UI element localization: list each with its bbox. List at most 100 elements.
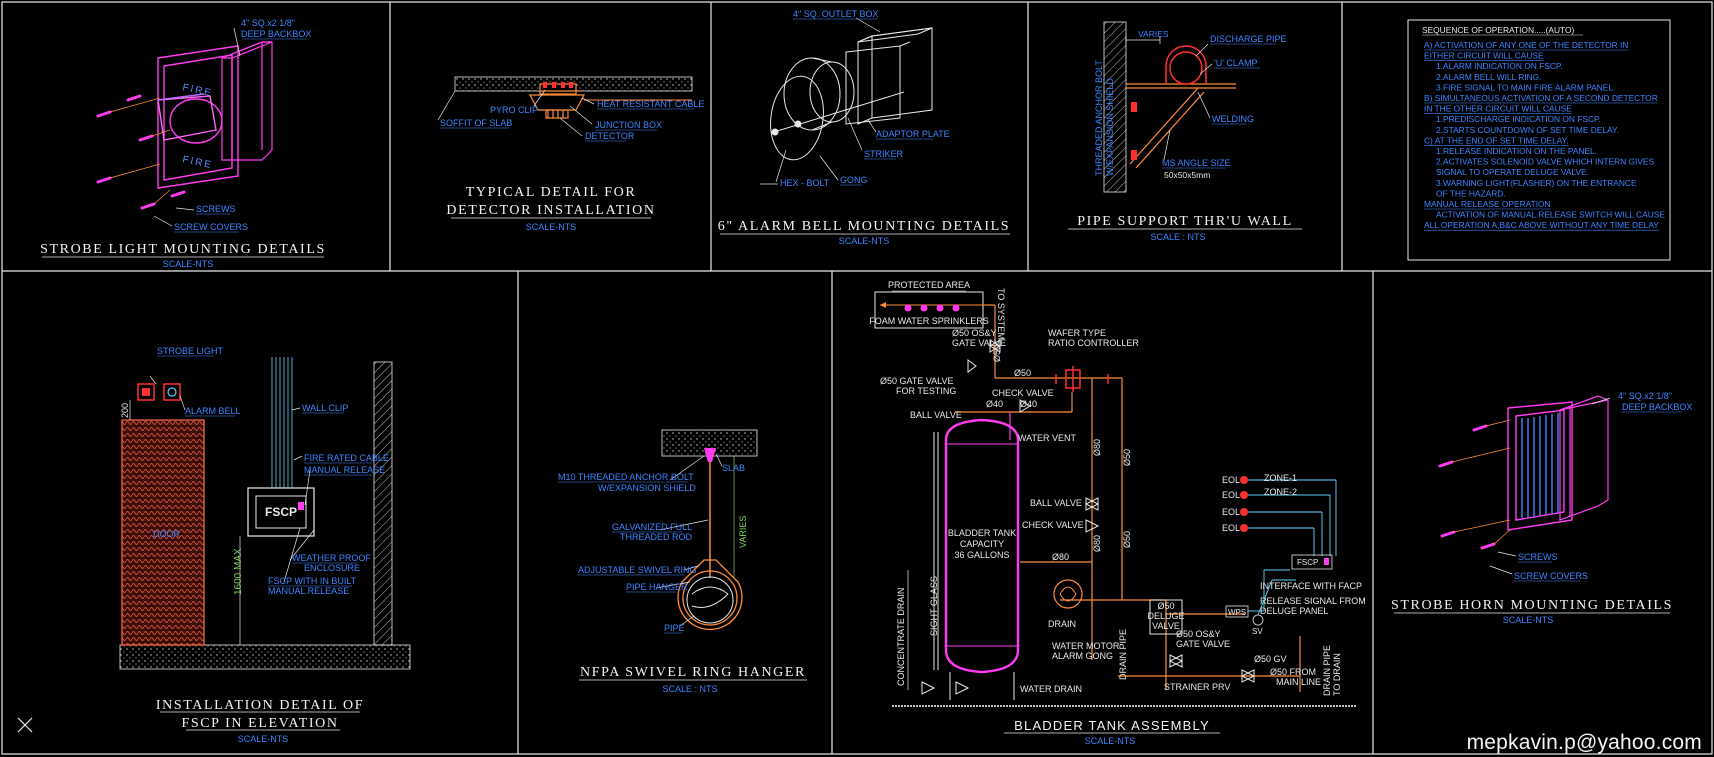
detector-body [529, 83, 585, 119]
strainer-label: STRAINER PRV [1164, 682, 1230, 692]
gate-valve-label: GATE VALVE [952, 338, 1006, 348]
d50-c: Ø50 [1122, 449, 1132, 466]
varies-label: VARIES [1138, 29, 1169, 39]
ball-valve-label: BALL VALVE [910, 410, 962, 420]
bladder-tank-shape [944, 418, 1020, 700]
gate-test-label-2: FOR TESTING [896, 386, 956, 396]
anchor-expansion-label: W/EXPANSION SHIELD [1105, 78, 1115, 176]
detector-label: DETECTOR [585, 131, 635, 141]
deluge-label-3: VALVE [1152, 621, 1180, 631]
sv-label: SV [1252, 627, 1263, 636]
sv-icon [1252, 614, 1264, 626]
sequence-line: 1.RELEASE INDICATION ON THE PANEL. [1436, 146, 1597, 156]
from-main-label-1: Ø50 FROM [1270, 667, 1316, 677]
strobe-horn-scale: SCALE-NTS [1503, 615, 1554, 625]
backbox-shape [221, 41, 273, 161]
tank-label-1: BLADDER TANK [948, 528, 1016, 538]
ball-valve-label-2: BALL VALVE [1030, 498, 1082, 508]
side-wall [373, 361, 393, 646]
gate-test-label-1: Ø50 GATE VALVE [880, 376, 954, 386]
strobe-light-icon-core [142, 388, 150, 396]
weather-proof-label: WEATHER PROOF [292, 553, 371, 563]
anchor-bolt-label: THREADED ANCHOR BOLT [1094, 60, 1104, 176]
wps-icon [1225, 605, 1249, 618]
screws-label: SCREWS [196, 204, 236, 214]
screw-covers-label: SCREW COVERS [174, 222, 248, 232]
water-vent-label: WATER VENT [1018, 433, 1077, 443]
swivel-scale: SCALE : NTS [662, 684, 717, 694]
backbox-label: 4" SQ.x2 1/8" [241, 18, 295, 28]
main-piping [955, 304, 1301, 692]
release-label-1: RELEASE SIGNAL FROM [1260, 596, 1366, 606]
threaded-rod-label: THREADED ROD [620, 532, 693, 542]
sequence-line: A) ACTIVATION OF ANY ONE OF THE DETECTOR… [1424, 40, 1628, 50]
deluge-label-2: DELUGE [1147, 611, 1184, 621]
wall-hatch [1103, 21, 1127, 193]
motor-label-2: ALARM GONG [1052, 651, 1113, 661]
fscp-title-1: INSTALLATION DETAIL OF [156, 698, 364, 713]
pipe-support-scale: SCALE : NTS [1150, 232, 1205, 242]
protected-area-box [874, 291, 984, 329]
sequence-box [1407, 19, 1671, 261]
sequence-line: 2.ACTIVATES SOLENOID VALVE WHICH INTERN … [1436, 157, 1655, 167]
concentrate-drain-label: CONCENTRATE DRAIN [896, 588, 906, 686]
sequence-line: C) AT THE END OF SET TIME DELAY. [1424, 135, 1569, 145]
strobe-light-scale: SCALE-NTS [163, 259, 214, 269]
d80-b: Ø80 [1092, 535, 1102, 552]
door-label: DOOR [153, 529, 181, 539]
to-system-label: TO SYSTEM [996, 288, 1006, 340]
outlet-box-label: 4" SQ. OUTLET BOX [793, 9, 879, 19]
swivel-title: NFPA SWIVEL RING HANGER [580, 665, 806, 680]
manual-release-icon [298, 502, 304, 510]
signal-wiring [1248, 479, 1337, 616]
pipe-support-title: PIPE SUPPORT THR'U WALL [1077, 214, 1292, 229]
backbox-label-2: DEEP BACKBOX [241, 29, 311, 39]
sequence-line: ACTIVATION OF MANUAL RELEASE SWITCH WILL… [1436, 210, 1665, 220]
fscp-panel [255, 495, 307, 529]
sequence-line: MANUAL RELEASE OPERATION [1424, 199, 1551, 209]
d40-b: Ø40 [1020, 399, 1037, 409]
d50-a: Ø50 [1014, 368, 1031, 378]
wafer-label-1: WAFER TYPE [1048, 328, 1106, 338]
horn-faceplate [1507, 401, 1573, 531]
valve-icons [921, 339, 1256, 695]
eol-label-2: EOL [1222, 490, 1240, 500]
interface-label: INTERFACE WITH FACP [1260, 581, 1362, 591]
bladder-scale: SCALE-NTS [1085, 736, 1136, 746]
sequence-of-operation: SEQUENCE OF OPERATION.....(AUTO) A) ACTI… [1407, 19, 1671, 261]
fscp-panel-text: FSCP [265, 505, 297, 519]
gong-label: GONG [840, 175, 868, 185]
zone-1-label: ZONE-1 [1264, 473, 1297, 483]
dim-200: 200 [120, 403, 130, 418]
motor-label-1: WATER MOTOR [1052, 641, 1120, 651]
wps-label: WPS [1228, 608, 1246, 617]
ms-angle-label: MS ANGLE SIZE [1162, 158, 1231, 168]
horn-backbox-shape [1559, 395, 1609, 521]
fire-cable-label: FIRE RATED CABLE [304, 453, 389, 463]
fscp-scale: SCALE-NTS [238, 734, 289, 744]
gong-shape [770, 57, 905, 161]
from-main-label-2: MAIN LINE [1276, 677, 1321, 687]
face-bottom-text: FIRE [181, 154, 213, 171]
gate-2-label-b: GATE VALVE [1176, 639, 1230, 649]
sequence-line: IN THE OTHER CIRCUIT WILL CAUSE [1424, 104, 1572, 114]
eol-label-3: EOL [1222, 507, 1240, 517]
welding-label: WELDING [1212, 114, 1254, 124]
anchor-bolt-label: M10 THREADED ANCHOR BOLT [558, 472, 694, 482]
anchor-blocks [1131, 102, 1137, 160]
gv-label: Ø50 GV [1254, 654, 1287, 664]
horn-screws-label: SCREWS [1518, 552, 1558, 562]
swivel-ring-label: ADJUSTABLE SWIVEL RING [578, 565, 697, 575]
bladder-title: BLADDER TANK ASSEMBLY [1014, 718, 1210, 733]
drain-pipe-label-2: DRAIN PIPE [1322, 645, 1332, 696]
detector-leaders [437, 89, 595, 137]
hanger-varies: VARIES [738, 516, 748, 548]
water-motor-icon [1053, 579, 1083, 609]
sequence-line: OF THE HAZARD. [1436, 188, 1506, 198]
dim-1600-max: 1600 MAX [233, 548, 244, 595]
alarm-bell-leaders [775, 17, 881, 183]
anchor-expansion-label: W/EXPANSION SHIELD [598, 483, 696, 493]
discharge-pipe-shape [1165, 45, 1207, 85]
